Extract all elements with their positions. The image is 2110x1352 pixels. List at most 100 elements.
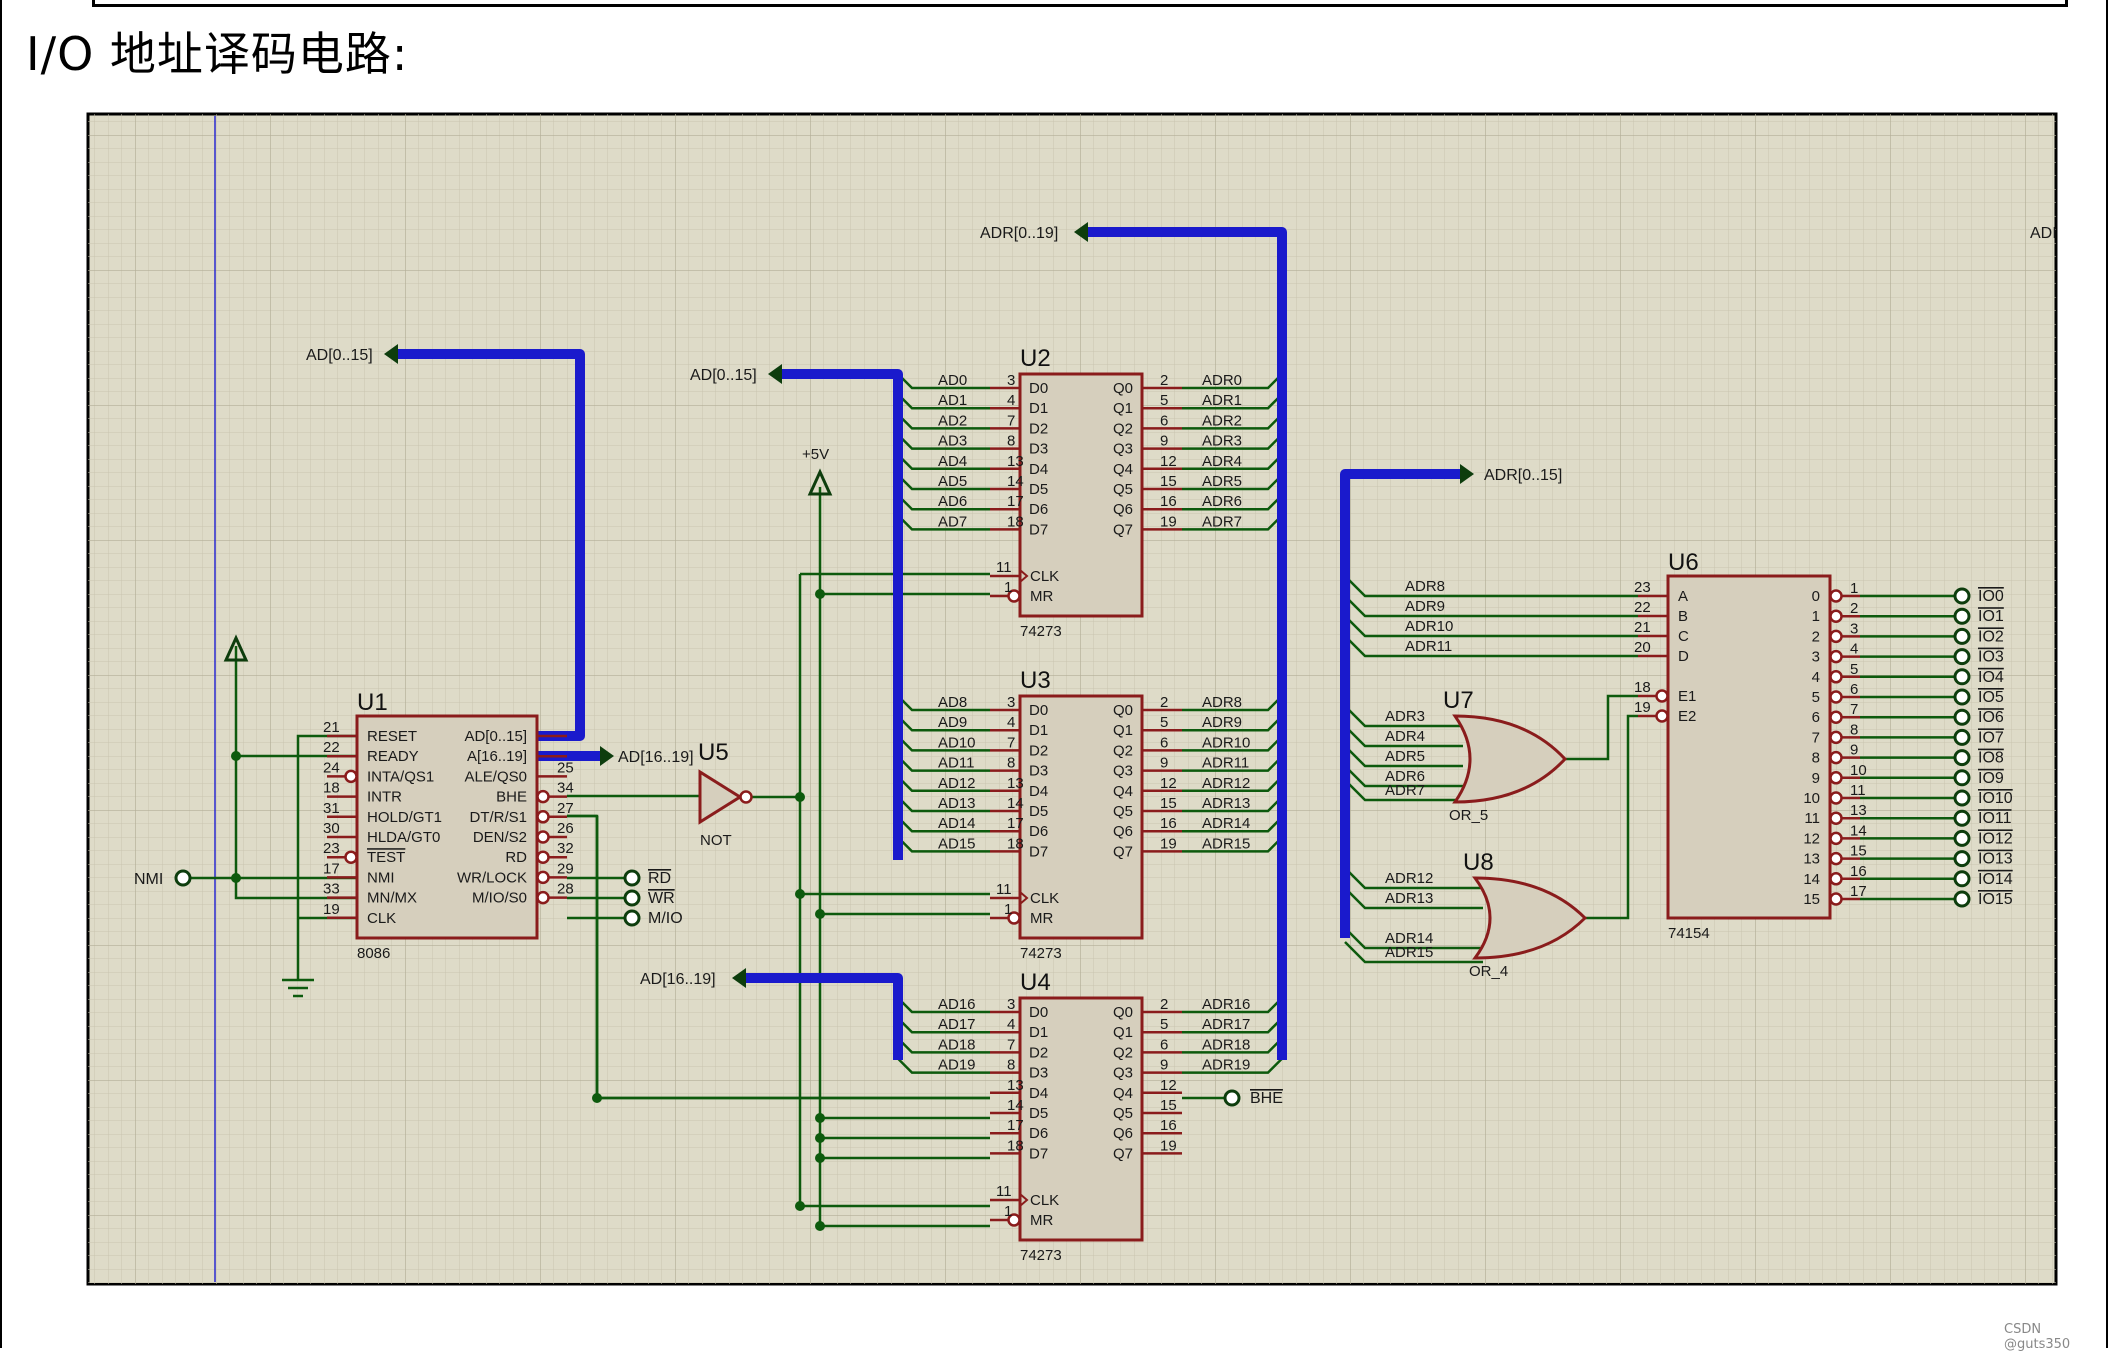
terminal (1953, 587, 1971, 605)
inverter-bubble (1829, 791, 1843, 805)
io-label: IO6 (1978, 709, 2004, 726)
u6-pin-name: E2 (1678, 708, 1696, 725)
terminal (623, 909, 641, 927)
u4-ref: U4 (1020, 969, 1051, 996)
bhe-label: BHE (1250, 1090, 1283, 1107)
u2-pin-name: D0 (1029, 380, 1048, 397)
u1-pin-number: 18 (323, 780, 340, 797)
u6-pin-number: 9 (1850, 742, 1858, 759)
u6-out-index: 2 (1812, 628, 1820, 645)
inverter-bubble (1007, 911, 1021, 925)
u6-pin-number: 17 (1850, 883, 1867, 900)
u3-pin-number: 2 (1160, 694, 1168, 711)
u7-in-net: ADR4 (1385, 728, 1425, 745)
wire (1344, 927, 1483, 950)
u4-d-net: AD19 (938, 1057, 976, 1074)
u3-pin-number: 19 (1160, 835, 1177, 852)
terminal (1953, 789, 1971, 807)
inverter-bubble (536, 850, 550, 864)
u3-pin-number: 6 (1160, 734, 1168, 751)
u3-pin-number: 11 (996, 881, 1012, 898)
wire (1344, 615, 1638, 638)
u3-body (1018, 694, 1144, 940)
u4-pin-name: D6 (1029, 1125, 1048, 1142)
u3-pin-name: D5 (1029, 803, 1048, 820)
wire (897, 1057, 990, 1074)
adr-bus-label: ADR[0..19] (980, 225, 1058, 242)
u1-pin-name: AD[0..15] (464, 728, 527, 745)
u3-d-net: AD13 (938, 795, 976, 812)
junction-dot (592, 1093, 602, 1103)
junction-dot (815, 1113, 825, 1123)
u3-pin-name: Q2 (1113, 742, 1133, 759)
u1-pin-number: 29 (557, 860, 574, 877)
u6-pin-number: 6 (1850, 681, 1858, 698)
u1-pin-name: DT/R/S1 (469, 809, 527, 826)
u2-pin-name: D2 (1029, 420, 1048, 437)
u2-pin-name: Q3 (1113, 441, 1133, 458)
wire (1585, 714, 1638, 920)
u6-out-index: 5 (1812, 689, 1820, 706)
u2-q-net: ADR7 (1202, 513, 1242, 530)
terminal (1953, 829, 1971, 847)
u4-pin-number: 16 (1160, 1117, 1177, 1134)
u4-pin-name: D4 (1029, 1085, 1048, 1102)
inverter-bubble (1829, 690, 1843, 704)
junction-dot (795, 889, 805, 899)
u6-pin-number: 21 (1634, 619, 1651, 636)
u4-pin-name: Q0 (1113, 1004, 1133, 1021)
u6-out-index: 9 (1812, 770, 1820, 787)
u6-body (1666, 574, 1832, 920)
u7-in-net: ADR6 (1385, 768, 1425, 785)
u4-pin-number: 15 (1160, 1097, 1177, 1114)
ad16-bus-arrow (732, 968, 746, 988)
inverter-bubble (1829, 872, 1843, 886)
inverter-bubble (1829, 710, 1843, 724)
u3-pin-name: CLK (1030, 890, 1059, 907)
bus-adr-0-15 (1340, 469, 1460, 938)
u6-out-index: 14 (1803, 871, 1820, 888)
inverter-bubble (1829, 589, 1843, 603)
wire (1344, 725, 1463, 748)
u6-pin-number: 3 (1850, 620, 1858, 637)
u4-pin-number: 19 (1160, 1137, 1177, 1154)
u2-pin-name: D6 (1029, 501, 1048, 518)
u6-out-index: 3 (1812, 649, 1820, 666)
u3-q-net: ADR8 (1202, 694, 1242, 711)
u3-d-net: AD10 (938, 734, 976, 751)
u4-pin-name: D2 (1029, 1044, 1048, 1061)
u8-in-net: ADR14 (1385, 930, 1433, 947)
u4-q-net: ADR19 (1202, 1057, 1250, 1074)
u2-pin-name: D3 (1029, 441, 1048, 458)
parts (174, 222, 1971, 1242)
u1-pin-number: 30 (323, 820, 340, 837)
u2-pin-number: 3 (1007, 372, 1015, 389)
u2-d-net: AD0 (938, 372, 967, 389)
u6-out-index: 11 (1804, 810, 1820, 827)
u6-pin-number: 19 (1634, 699, 1651, 716)
u6-out-index: 6 (1812, 709, 1820, 726)
junction-dot (815, 589, 825, 599)
terminal (1953, 870, 1971, 888)
u6-out-index: 0 (1812, 588, 1820, 605)
u2-pin-number: 9 (1160, 433, 1168, 450)
u4-pin-number: 1 (1004, 1203, 1012, 1220)
u3-pin-number: 15 (1160, 795, 1177, 812)
u1-part: 8086 (357, 945, 390, 962)
terminal (1953, 809, 1971, 827)
u1-pin-name: CLK (367, 910, 396, 927)
u6-out-index: 1 (1812, 608, 1820, 625)
u6-out-index: 7 (1812, 729, 1820, 746)
u3-pin-number: 3 (1007, 694, 1015, 711)
u2-d-net: AD5 (938, 473, 967, 490)
u7-or-gate (1452, 714, 1568, 804)
u8-part: OR_4 (1469, 963, 1508, 980)
u3-pin-number: 18 (1007, 835, 1024, 852)
u6-in-net: ADR9 (1405, 598, 1445, 615)
u4-pin-number: 2 (1160, 996, 1168, 1013)
u6-out-index: 12 (1803, 830, 1820, 847)
u2-pin-number: 5 (1160, 392, 1168, 409)
u8-ref: U8 (1463, 849, 1494, 876)
u2-pin-name: Q7 (1113, 521, 1133, 538)
u4-pin-number: 8 (1007, 1057, 1015, 1074)
